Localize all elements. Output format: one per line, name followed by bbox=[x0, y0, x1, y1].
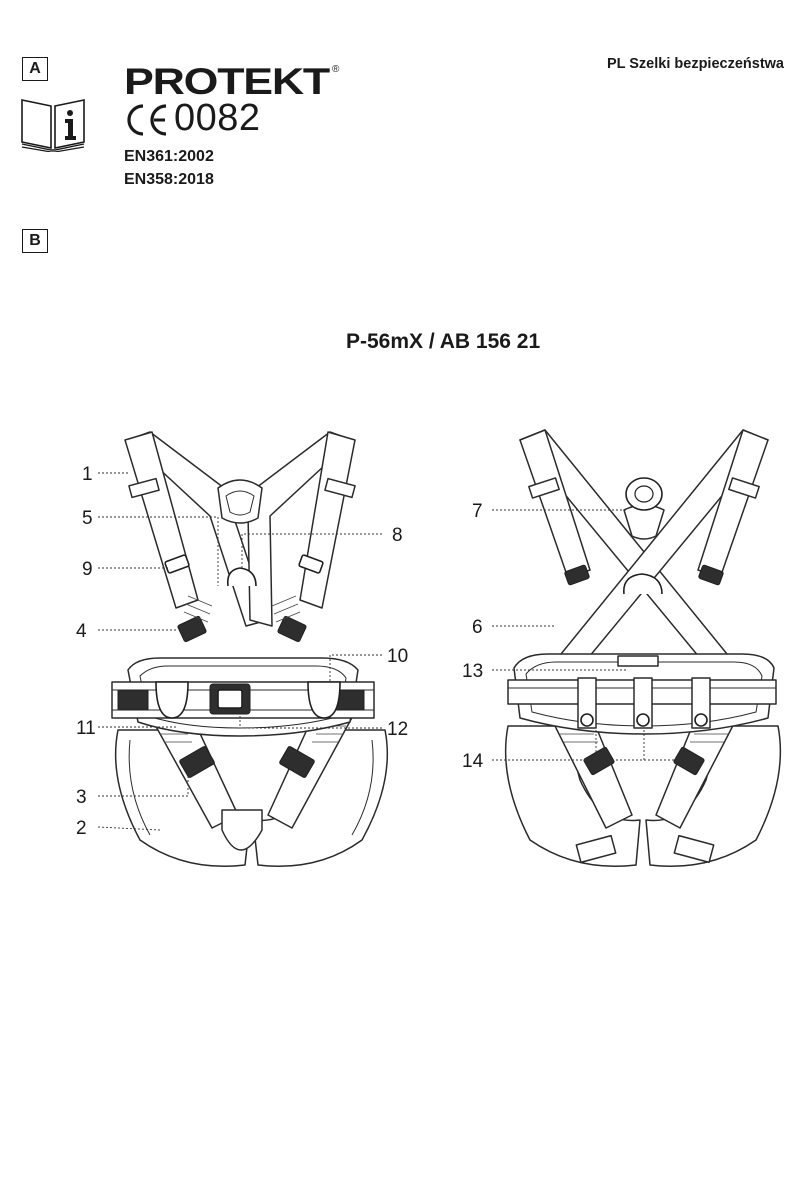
callout-leaders bbox=[97, 472, 704, 831]
callout-6: 6 bbox=[472, 617, 483, 638]
svg-text:PROTEKT: PROTEKT bbox=[124, 61, 331, 98]
harness-diagram: 1 5 9 4 11 3 2 8 10 12 7 6 13 14 bbox=[76, 429, 782, 868]
read-manual-icon bbox=[21, 99, 85, 152]
back-plate bbox=[217, 479, 263, 524]
callout-9: 9 bbox=[82, 559, 93, 580]
callout-3: 3 bbox=[76, 787, 87, 808]
harness-back-view bbox=[504, 429, 782, 868]
callout-2: 2 bbox=[76, 818, 87, 839]
callout-13: 13 bbox=[462, 661, 483, 682]
sternal-loop bbox=[226, 567, 257, 587]
model-title: P-56mX / AB 156 21 bbox=[346, 330, 541, 353]
callout-4: 4 bbox=[76, 621, 87, 642]
callout-1: 1 bbox=[82, 464, 93, 485]
right-side-d-ring bbox=[307, 681, 341, 719]
callout-5: 5 bbox=[82, 508, 93, 529]
harness-front-view bbox=[111, 431, 389, 868]
ce-mark-icon bbox=[127, 104, 167, 136]
notified-body-number: 0082 bbox=[174, 97, 261, 139]
callout-7: 7 bbox=[472, 501, 483, 522]
callout-14: 14 bbox=[462, 751, 484, 772]
callout-11: 11 bbox=[76, 718, 96, 739]
front-callouts: 1 5 9 4 11 3 2 8 10 12 bbox=[76, 464, 408, 839]
section-label-a: A bbox=[22, 57, 48, 81]
svg-text:®: ® bbox=[332, 64, 340, 75]
section-label-b: B bbox=[22, 229, 48, 253]
standard-en358: EN358:2018 bbox=[124, 171, 214, 188]
protekt-logo: PROTEKT ® bbox=[124, 61, 340, 98]
standard-en361: EN361:2002 bbox=[124, 148, 214, 165]
callout-8: 8 bbox=[392, 525, 403, 546]
callout-10: 10 bbox=[387, 646, 408, 667]
left-side-d-ring bbox=[155, 681, 189, 719]
right-shoulder-strap bbox=[239, 431, 353, 627]
back-callouts: 7 6 13 14 bbox=[462, 501, 484, 772]
callout-12: 12 bbox=[387, 719, 408, 740]
page-title: PL Szelki bezpieczeństwa bbox=[606, 56, 784, 72]
